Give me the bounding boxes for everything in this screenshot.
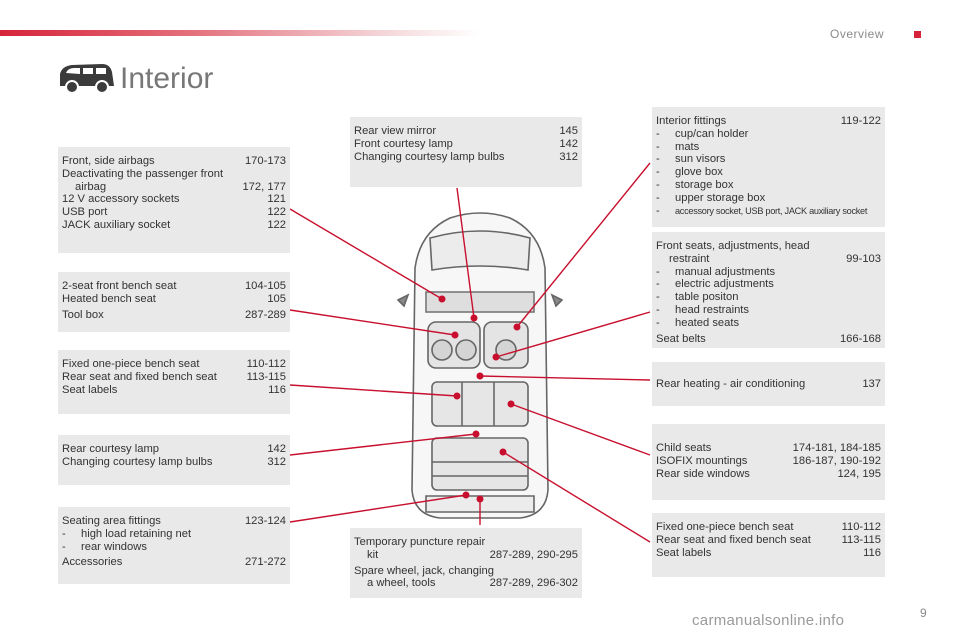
list-item[interactable]: Spare wheel, jack, changing bbox=[354, 564, 494, 577]
van-icon bbox=[60, 64, 114, 94]
header-accent-bar bbox=[0, 30, 480, 36]
van-top-view bbox=[396, 212, 564, 519]
list-item[interactable]: -glove box bbox=[656, 166, 723, 179]
watermark: carmanualsonline.info bbox=[692, 612, 845, 629]
list-item[interactable]: -rear windows bbox=[62, 540, 147, 553]
list-item[interactable]: Temporary puncture repair bbox=[354, 536, 486, 548]
page-number: 9 bbox=[920, 606, 927, 620]
list-item[interactable]: -table positon bbox=[656, 291, 739, 304]
list-item[interactable]: -cup/can holder bbox=[656, 127, 749, 140]
list-item[interactable]: Deactivating the passenger front bbox=[62, 167, 224, 180]
page-title: Interior bbox=[120, 62, 214, 95]
list-item[interactable]: -mats bbox=[656, 140, 700, 153]
list-item[interactable]: Front seats, adjustments, head bbox=[656, 240, 810, 252]
list-item[interactable]: -storage box bbox=[656, 178, 734, 191]
list-item[interactable]: -manual adjustments bbox=[656, 265, 776, 278]
section-marker bbox=[914, 31, 921, 38]
list-item[interactable]: -accessory socket, USB port, JACK auxili… bbox=[656, 204, 868, 217]
list-item[interactable]: -heated seats bbox=[656, 316, 740, 329]
front-seats-box: Front seats, adjustments, head restraint… bbox=[652, 232, 885, 348]
section-title: Overview bbox=[829, 27, 884, 41]
list-item[interactable]: -sun visors bbox=[656, 153, 726, 166]
list-item[interactable]: -upper storage box bbox=[656, 191, 766, 204]
list-item[interactable]: -head restraints bbox=[656, 303, 750, 316]
callout-lines bbox=[289, 162, 651, 543]
list-item[interactable]: -electric adjustments bbox=[656, 278, 774, 291]
list-item[interactable]: -high load retaining net bbox=[62, 527, 192, 540]
